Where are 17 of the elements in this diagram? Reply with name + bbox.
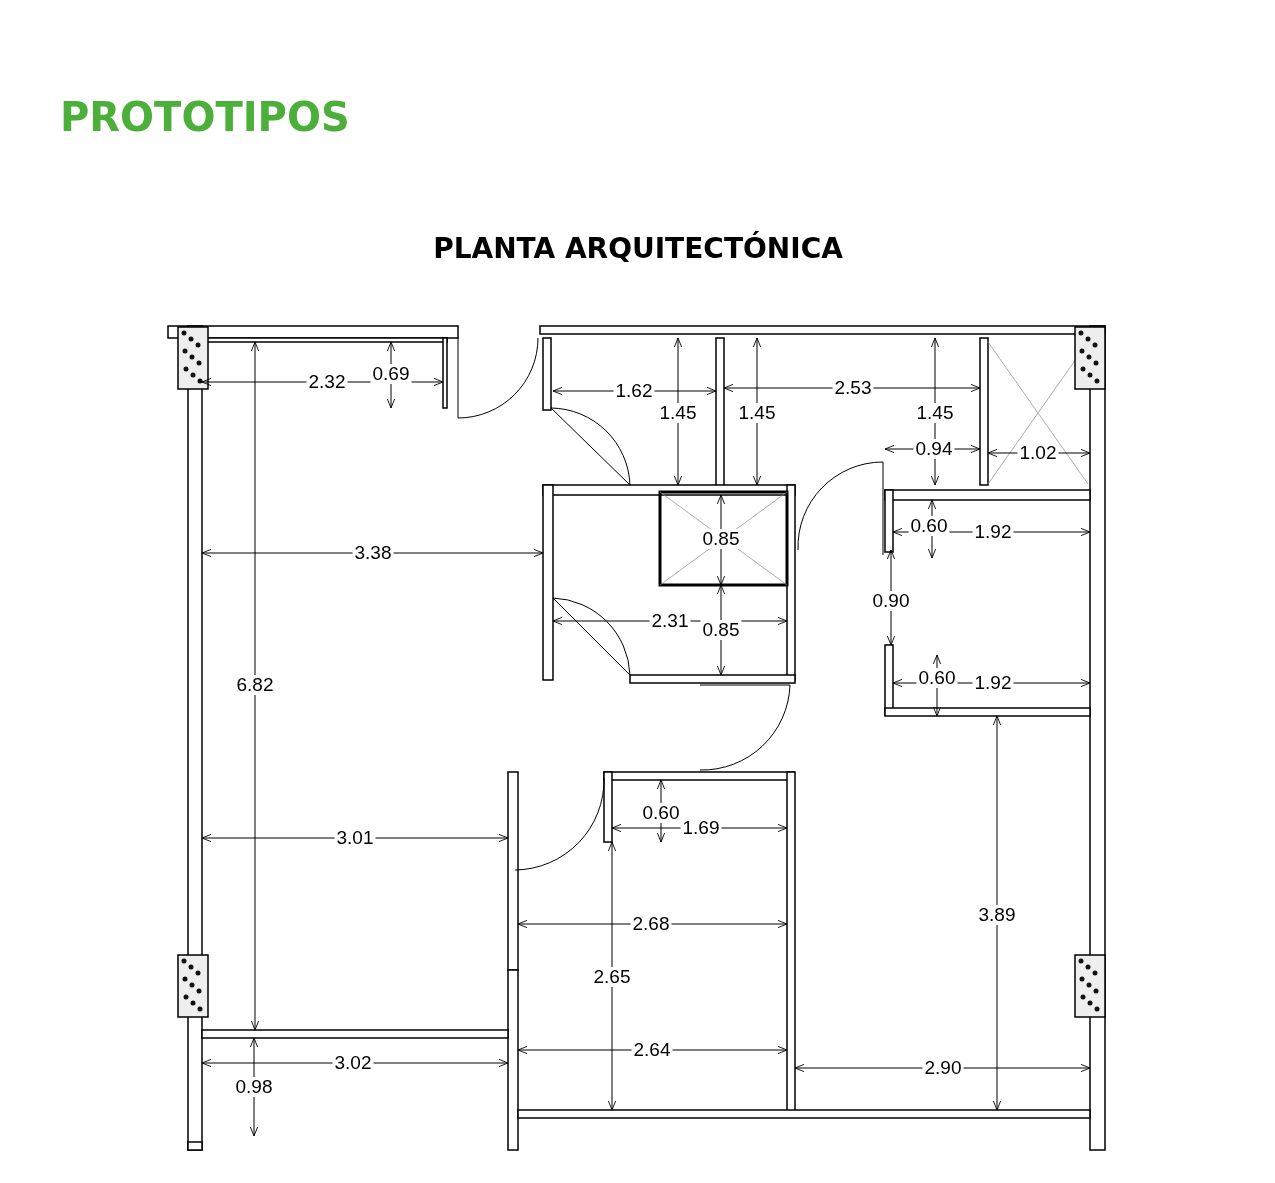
dimension-label: 0.60 <box>916 668 958 688</box>
dimension-label: 0.60 <box>908 516 950 536</box>
dimension-label: 0.85 <box>700 529 742 549</box>
dimension-label: 2.65 <box>591 967 633 987</box>
dimension-label: 0.94 <box>913 439 955 459</box>
drawing-title: PLANTA ARQUITECTÓNICA <box>433 231 843 265</box>
dimension-label: 3.89 <box>976 905 1018 925</box>
dimension-label: 0.98 <box>233 1077 275 1097</box>
dimension-label: 6.82 <box>234 675 276 695</box>
dimension-label: 0.90 <box>870 591 912 611</box>
dimension-label: 1.45 <box>914 403 956 423</box>
dimension-label: 1.45 <box>736 403 778 423</box>
dimension-label: 0.69 <box>370 364 412 384</box>
dimension-label: 1.45 <box>657 403 699 423</box>
page-title: PROTOTIPOS <box>60 94 350 140</box>
dimension-label: 0.60 <box>640 803 682 823</box>
dimension-label: 0.85 <box>700 620 742 640</box>
